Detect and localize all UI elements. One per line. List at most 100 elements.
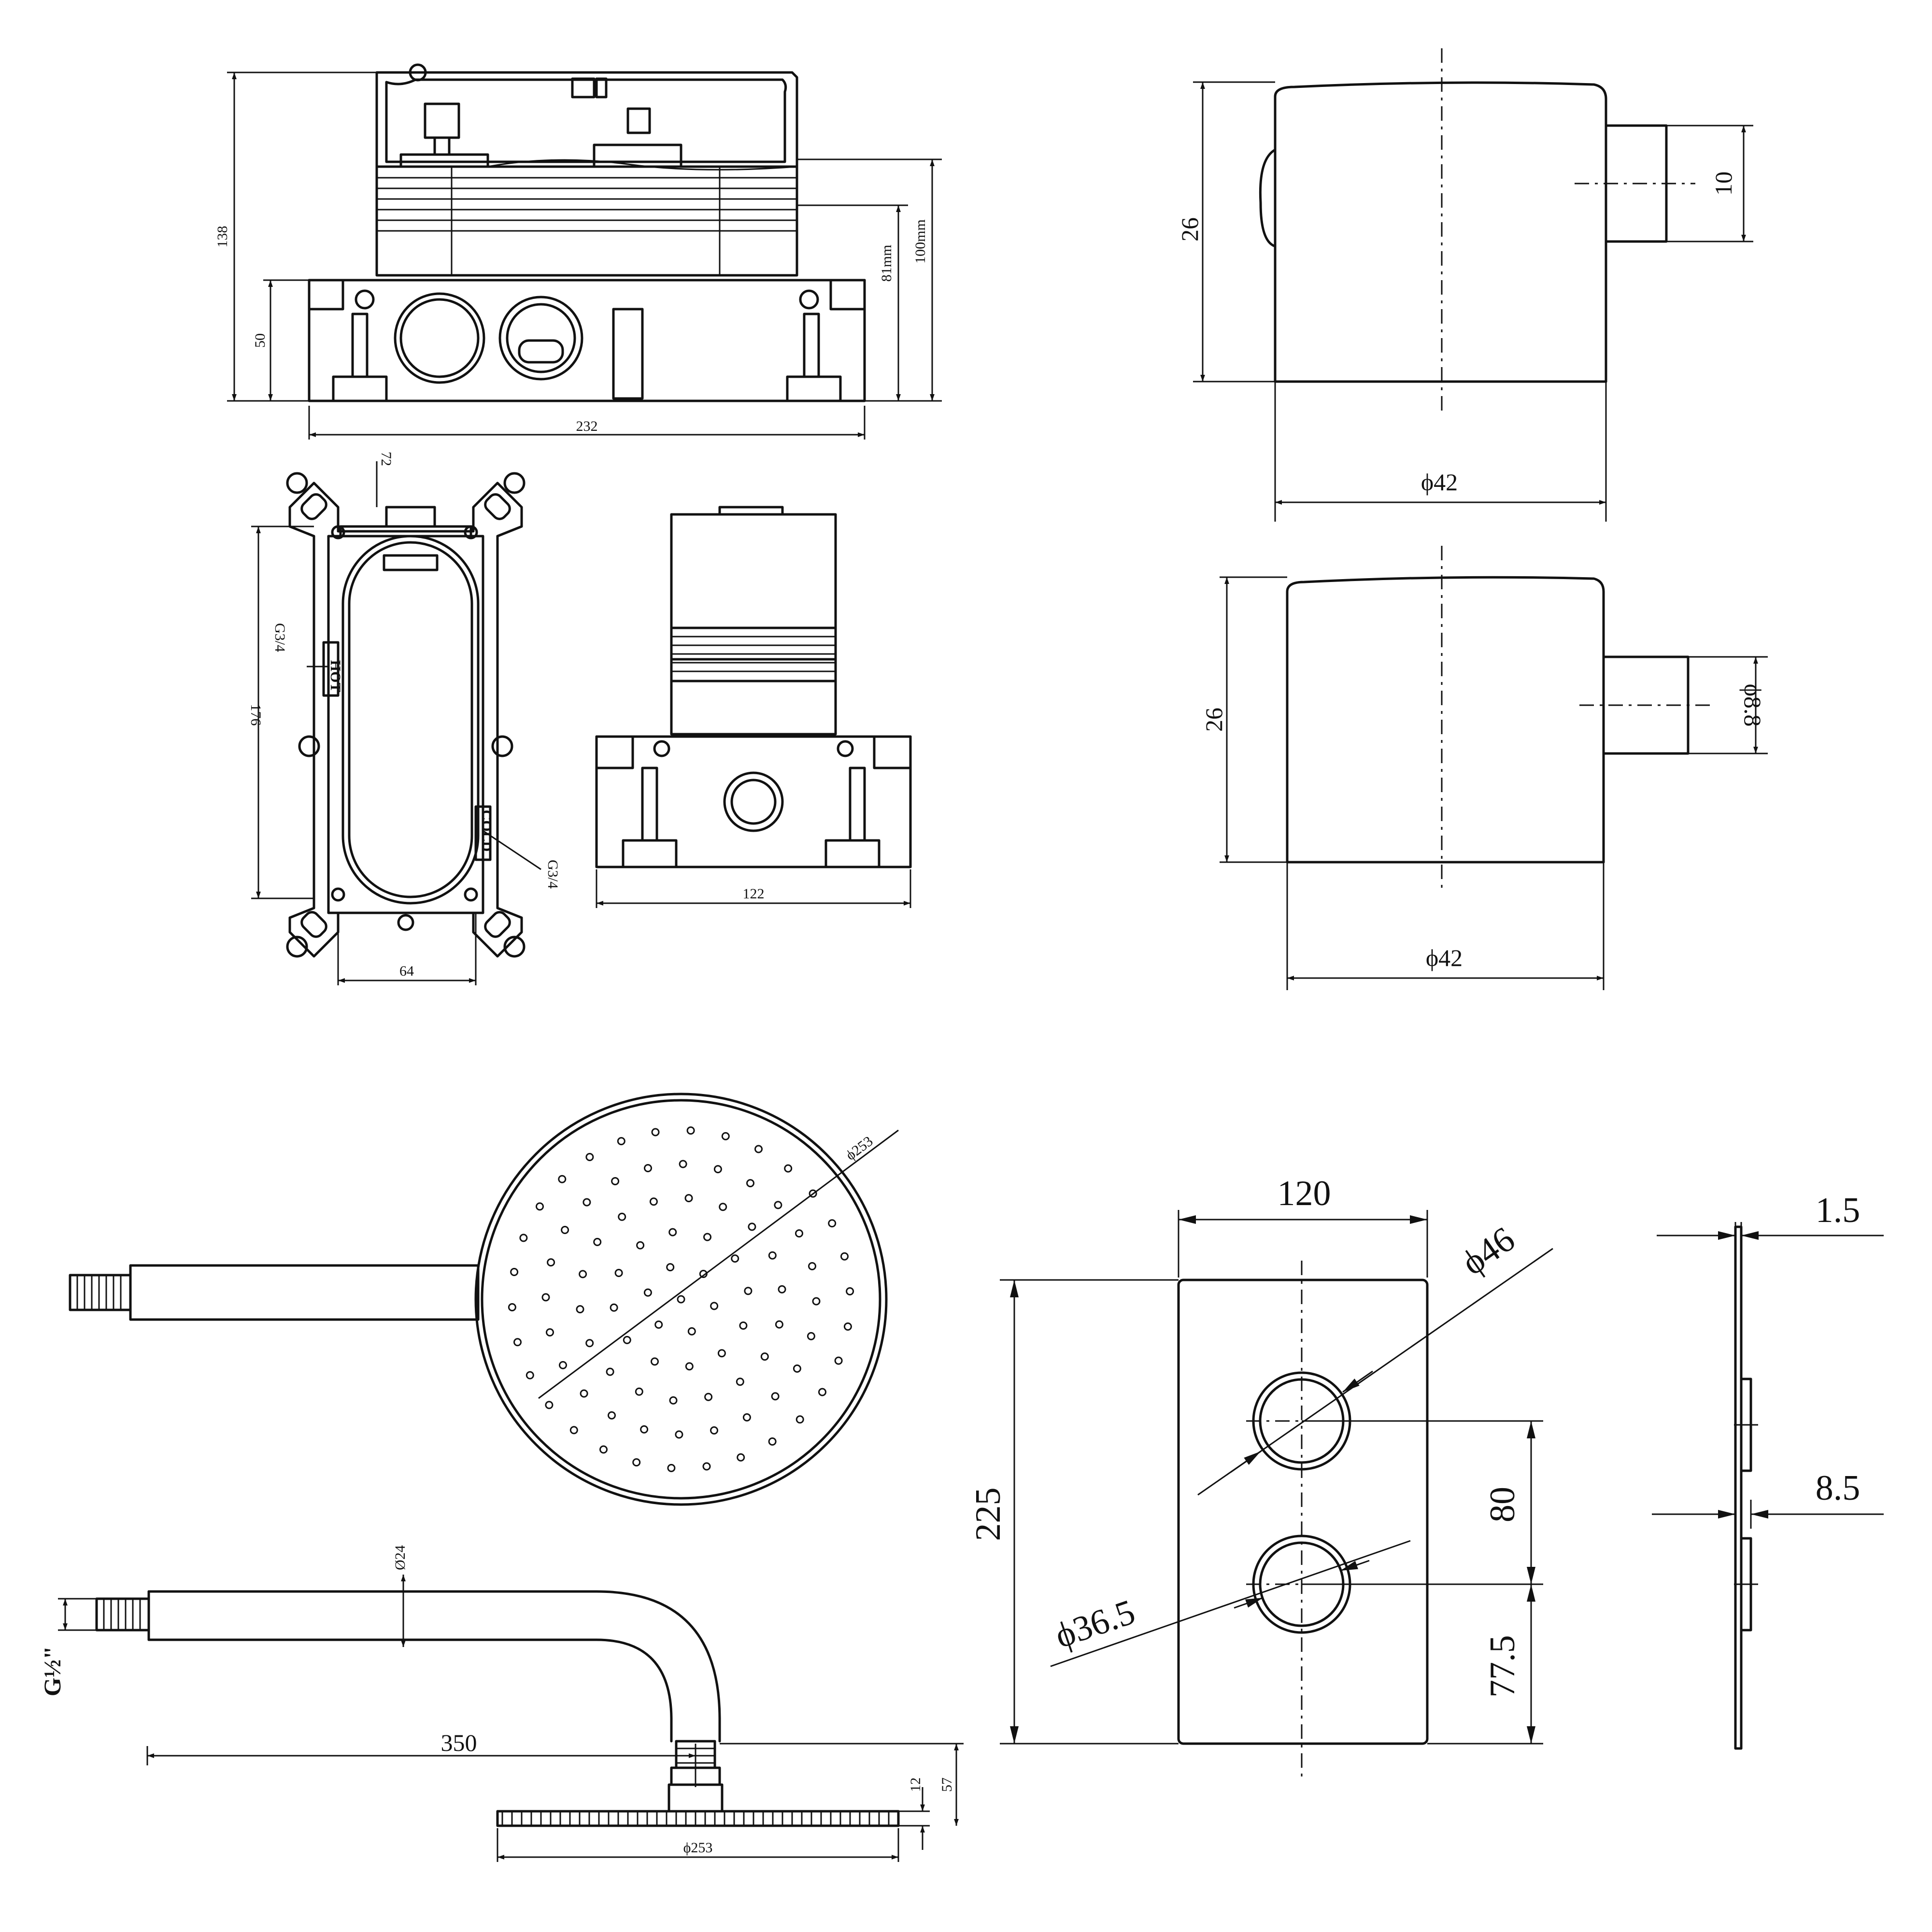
nozzle <box>744 1287 753 1295</box>
profile-dim-8-5: 8.5 <box>1816 1468 1861 1508</box>
knob-side-view-2: 26 ϕ8.8 ϕ42 <box>1200 546 1768 990</box>
nozzle <box>559 1361 567 1369</box>
nozzle <box>611 1177 620 1185</box>
nozzle <box>840 1252 849 1261</box>
label-hot: HOT <box>327 660 343 693</box>
nozzle <box>737 1453 745 1462</box>
shower-arm-side-view: G½" Ø24 350 12 57 ϕ253 <box>39 1545 964 1862</box>
nozzle <box>719 1203 727 1211</box>
dim-head-diameter: ϕ253 <box>683 1840 713 1856</box>
mixing-box-dimensions <box>227 71 942 440</box>
label-cold: COLD <box>479 810 495 852</box>
nozzle <box>784 1164 793 1173</box>
nozzle <box>623 1335 631 1344</box>
plate-dim-225: 225 <box>968 1488 1008 1541</box>
nozzle <box>643 1288 652 1297</box>
nozzle <box>640 1425 649 1434</box>
nozzle <box>561 1226 569 1234</box>
nozzle <box>541 1293 550 1302</box>
nozzle <box>677 1295 685 1304</box>
dim-138: 138 <box>214 226 230 248</box>
dim-64: 64 <box>399 963 414 979</box>
shower-head-profile <box>501 1811 890 1826</box>
nozzle <box>526 1371 534 1379</box>
knob-2-dim-42: ϕ42 <box>1426 944 1463 971</box>
nozzle <box>807 1332 815 1340</box>
plate-dim-46: ϕ46 <box>1454 1219 1522 1283</box>
nozzle <box>731 1254 739 1263</box>
trim-plate-front-view: 120 225 ϕ46 ϕ36.5 80 77.5 <box>968 1174 1553 1782</box>
nozzle <box>536 1202 544 1211</box>
nozzle <box>746 1179 754 1188</box>
nozzle <box>519 1234 528 1242</box>
nozzle <box>808 1262 816 1270</box>
dim-176: 176 <box>248 704 264 726</box>
nozzle <box>635 1387 643 1396</box>
plate-dim-120: 120 <box>1278 1174 1331 1213</box>
nozzle <box>585 1339 594 1348</box>
nozzle <box>569 1426 578 1435</box>
dim-100mm: 100mm <box>912 219 928 264</box>
nozzle <box>774 1201 782 1209</box>
nozzle <box>558 1175 567 1183</box>
nozzle <box>739 1321 748 1330</box>
thread-cold: G3/4 <box>545 860 561 889</box>
nozzle <box>510 1268 519 1276</box>
nozzle <box>846 1287 854 1295</box>
mixing-box-plan-view: 72 176 64 HOT COLD G3/4 G3/4 <box>248 452 561 985</box>
profile-dim-1-5: 1.5 <box>1816 1191 1861 1230</box>
nozzle <box>546 1328 554 1336</box>
nozzle <box>754 1145 763 1153</box>
nozzle <box>702 1462 711 1471</box>
nozzle <box>618 1212 626 1221</box>
nozzle <box>599 1445 608 1454</box>
nozzle <box>508 1303 516 1311</box>
nozzle <box>632 1458 641 1467</box>
nozzle <box>667 1463 676 1472</box>
shower-head-top-view: ϕ253 <box>69 1093 899 1506</box>
thread-g-half: G½" <box>39 1646 66 1696</box>
nozzle <box>545 1401 554 1409</box>
nozzle <box>721 1132 730 1140</box>
nozzle <box>713 1165 722 1174</box>
mixing-box-front-view: 138 50 232 81mm 100mm <box>214 63 942 440</box>
nozzle <box>684 1194 693 1203</box>
nozzle <box>654 1321 663 1329</box>
nozzle <box>669 1396 678 1405</box>
dim-122: 122 <box>743 886 765 902</box>
plate-dim-77-5: 77.5 <box>1483 1635 1522 1698</box>
nozzle <box>576 1305 584 1314</box>
nozzle <box>675 1430 683 1439</box>
nozzle <box>793 1364 801 1373</box>
nozzle <box>651 1128 660 1136</box>
dim-head-height: 57 <box>939 1777 955 1792</box>
nozzle <box>742 1413 751 1421</box>
plate-profile-view: 1.5 8.5 <box>1652 1191 1884 1750</box>
nozzle <box>704 1392 713 1401</box>
knob-1-dim-42: ϕ42 <box>1421 469 1458 496</box>
nozzle <box>666 1263 675 1272</box>
dim-72: 72 <box>378 452 394 466</box>
nozzle <box>809 1189 817 1198</box>
dim-50: 50 <box>252 333 268 348</box>
nozzle <box>812 1297 821 1306</box>
nozzle <box>748 1222 756 1231</box>
nozzle <box>617 1137 625 1146</box>
nozzle <box>760 1352 769 1361</box>
nozzle <box>636 1241 645 1250</box>
nozzle <box>778 1285 786 1293</box>
valve-body <box>308 279 866 402</box>
nozzle <box>828 1219 837 1228</box>
nozzle <box>513 1338 522 1347</box>
dim-arm-length: 350 <box>441 1729 477 1756</box>
nozzle <box>686 1126 695 1135</box>
shower-nozzles <box>508 1126 854 1472</box>
nozzle <box>775 1320 783 1329</box>
nozzle <box>796 1415 804 1424</box>
nozzle <box>699 1270 708 1278</box>
dim-81mm: 81mm <box>879 245 895 282</box>
nozzle <box>710 1426 718 1435</box>
dim-arm-diameter: Ø24 <box>392 1545 408 1570</box>
nozzle <box>685 1362 694 1371</box>
nozzle <box>687 1327 696 1335</box>
